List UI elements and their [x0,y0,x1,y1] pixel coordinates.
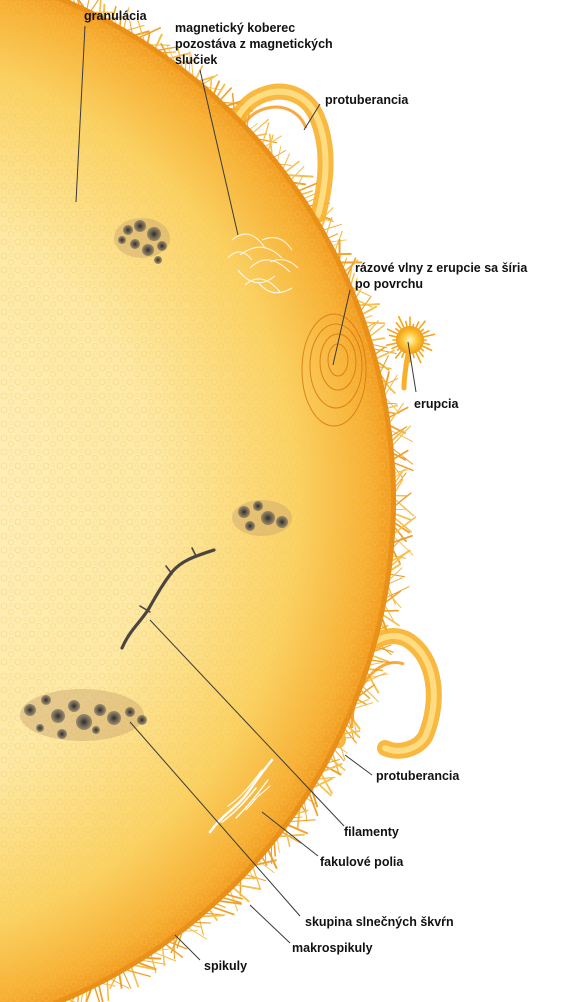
spicule [211,79,212,90]
label-spicules: spikuly [204,959,247,973]
spicule [270,135,272,154]
label-magnetic-carpet: magnetický koberec pozostáva z magnetick… [175,21,336,67]
spicule [360,304,379,305]
leader-spicules [175,935,200,960]
spicule [329,234,338,238]
spicule [372,338,384,340]
label-faculae: fakulové polia [320,855,404,869]
spicule [221,88,231,99]
spicule [274,844,275,856]
spicule [143,961,165,965]
spicule [297,177,302,187]
sunspot-group-middle [232,500,292,536]
spicule [217,904,225,907]
spicule [294,817,302,818]
label-prominence-top: protuberancia [325,93,409,107]
spicule [234,888,249,901]
spicule [99,986,104,1002]
spicule [380,367,392,369]
spicule [324,224,341,229]
spicule [214,907,234,914]
spicule [365,316,372,319]
spicule [155,953,176,961]
spicule [95,988,100,1002]
spicule [196,922,210,923]
spicule [283,833,300,843]
spicule [128,970,151,976]
spicule [363,307,376,314]
spicule [396,493,411,505]
spicule [281,164,292,165]
spicule [203,915,224,916]
spicule [291,820,315,822]
spicule [396,514,411,520]
spicule [189,928,207,939]
spicule [395,463,413,470]
spicule [120,975,122,988]
spicule [289,175,313,176]
spicule [294,183,305,185]
spicule [147,958,160,959]
label-shock-waves: rázové vlny z erupcie sa šíria po povrch… [355,261,531,291]
label-macrospicules: makrospikuly [292,941,373,955]
spicule [218,85,225,97]
label-granulation: granulácia [84,9,148,23]
leader-macrospicules [250,905,290,943]
spicule [263,123,269,143]
spicule [87,1,89,9]
spicule [351,274,354,284]
spicule [277,840,279,853]
spicule [387,403,396,404]
label-sunspot-group: skupina slnečných škvŕn [305,915,454,929]
spicule [192,925,200,927]
spicule [103,984,115,986]
spicule [389,413,396,414]
spicule [250,124,257,129]
label-filaments: filamenty [344,825,399,839]
label-prominence-bottom: protuberancia [376,769,460,783]
spicule [214,81,219,93]
spicule [283,154,289,168]
leader-prominence-bottom [345,755,372,775]
spicule [390,578,403,584]
spicule [78,996,79,1002]
flare [387,317,435,388]
spicule [132,968,139,987]
spicule [302,191,312,194]
label-flare: erupcia [414,397,460,411]
spicule [286,162,299,172]
